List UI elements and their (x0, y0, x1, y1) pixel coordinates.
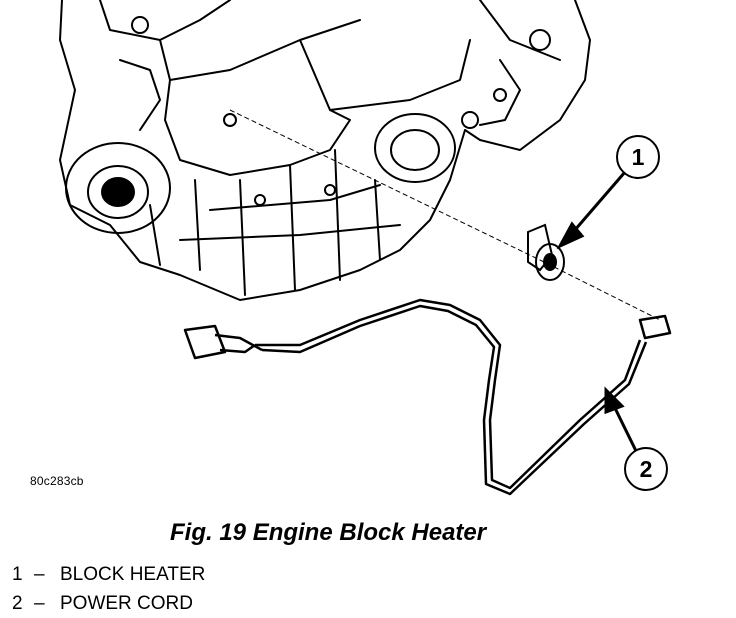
block-heater-part (527, 223, 565, 281)
callout-2-number: 2 (640, 456, 653, 482)
installation-dash-line (229, 109, 661, 321)
legend-item-block-heater: 1–BLOCK HEATER (12, 560, 205, 589)
power-cord (183, 298, 672, 496)
legend-number: 1 (12, 564, 23, 585)
engine-block-illustration: 1 2 (59, 0, 672, 496)
legend-label: POWER CORD (60, 593, 193, 614)
legend-number: 2 (12, 593, 23, 614)
legend-list: 1–BLOCK HEATER 2–POWER CORD (12, 560, 205, 618)
legend-dash: – (34, 593, 45, 614)
legend-dash: – (34, 564, 45, 585)
legend-label: BLOCK HEATER (60, 564, 206, 585)
callout-1: 1 (616, 135, 660, 179)
callout-1-number: 1 (632, 144, 645, 170)
legend-item-power-cord: 2–POWER CORD (12, 589, 205, 618)
callout-arrow-2 (604, 386, 640, 456)
callout-2: 2 (624, 447, 668, 491)
figure-caption: Fig. 19 Engine Block Heater (170, 519, 487, 546)
engine-block-outline (59, 0, 591, 301)
figure-code: 80c283cb (30, 474, 84, 488)
callout-arrow-1 (556, 171, 627, 250)
